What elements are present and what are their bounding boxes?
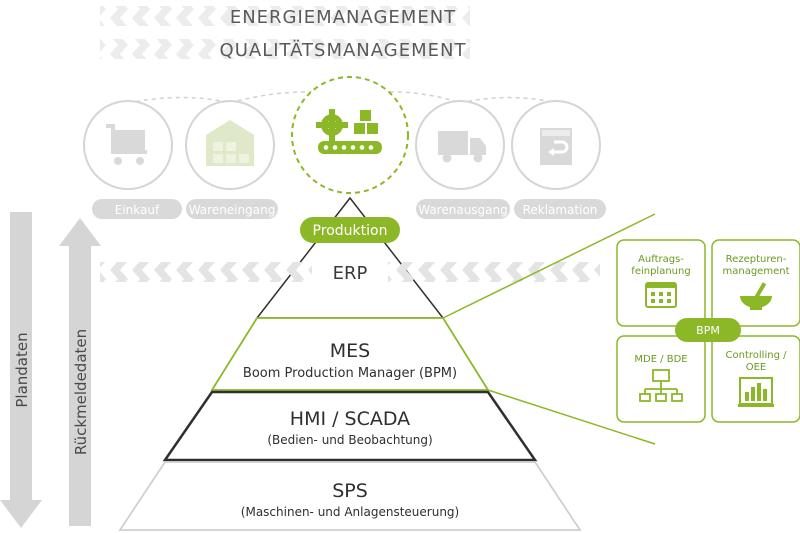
shopping-cart-icon: [106, 124, 147, 165]
sps-title: SPS: [332, 480, 368, 502]
produktion-node: [291, 76, 409, 194]
warenausgang-node: [415, 100, 505, 190]
network-icon: [639, 369, 683, 402]
reklamation-pill[interactable]: Reklamation: [514, 199, 606, 219]
warenausgang-label: Warenausgang: [418, 203, 508, 217]
einkauf-label: Einkauf: [115, 203, 160, 217]
reklamation-label: Reklamation: [523, 203, 598, 217]
hmi-title: HMI / SCADA: [290, 408, 410, 430]
reklamation-node: [511, 100, 601, 190]
mortar-pestle-icon: [740, 282, 772, 310]
produktion-pill[interactable]: Produktion: [300, 217, 400, 243]
pyramid: [118, 196, 582, 531]
quality-banner: QUALITÄTSMANAGEMENT: [100, 39, 470, 61]
controlling-label-line1: Controlling /: [726, 350, 788, 361]
calendar-icon: [645, 282, 677, 308]
controlling-label-line2: OEE: [746, 362, 767, 373]
erp-layer: [255, 196, 445, 319]
return-box-icon: [540, 128, 572, 165]
energy-banner-label: ENERGIEMANAGEMENT: [230, 7, 456, 28]
mes-title: MES: [330, 340, 370, 362]
bpm-panel: Auftrags- feinplanung Rezepturen- manage…: [616, 239, 800, 423]
warehouse-icon: [206, 120, 254, 166]
wareneingang-label: Wareneingang: [189, 203, 276, 217]
plandaten-arrow: Plandaten: [0, 212, 42, 528]
sps-layer: [118, 461, 582, 531]
energy-banner: ENERGIEMANAGEMENT: [100, 6, 470, 28]
production-line-icon: [316, 109, 382, 154]
bar-chart-icon: [738, 377, 774, 407]
bpm-center-label: BPM: [696, 324, 720, 337]
mde-bde-card[interactable]: [616, 335, 706, 423]
rezeptur-label-line1: Rezepturen-: [726, 254, 787, 265]
einkauf-pill[interactable]: Einkauf: [92, 199, 182, 219]
plandaten-label: Plandaten: [13, 332, 31, 407]
wareneingang-node: [185, 100, 275, 190]
hmi-subtitle: (Bedien- und Beobachtung): [267, 433, 432, 447]
rueckmeldedaten-arrow: Rückmeldedaten: [59, 218, 101, 526]
produktion-label: Produktion: [313, 223, 388, 239]
auftrag-label-line2: feinplanung: [631, 266, 690, 277]
wareneingang-pill[interactable]: Wareneingang: [186, 199, 278, 219]
einkauf-node: [83, 100, 173, 190]
sps-subtitle: (Maschinen- und Anlagensteuerung): [241, 505, 459, 519]
rueckmeldedaten-label: Rückmeldedaten: [72, 329, 90, 455]
bpm-callout-lines: [442, 213, 656, 445]
warenausgang-pill[interactable]: Warenausgang: [416, 199, 510, 219]
rezepturenmanagement-card[interactable]: [711, 239, 800, 327]
hmi-layer: [162, 390, 538, 462]
mes-subtitle: Boom Production Manager (BPM): [243, 366, 457, 381]
bpm-center-badge[interactable]: BPM: [675, 318, 741, 342]
erp-banner: ERP: [100, 262, 600, 284]
erp-label: ERP: [333, 263, 368, 284]
mde-label: MDE / BDE: [634, 354, 687, 365]
truck-icon: [438, 131, 486, 163]
rezeptur-label-line2: management: [723, 266, 790, 277]
auftrag-label-line1: Auftrags-: [638, 254, 684, 265]
quality-banner-label: QUALITÄTSMANAGEMENT: [220, 40, 467, 61]
